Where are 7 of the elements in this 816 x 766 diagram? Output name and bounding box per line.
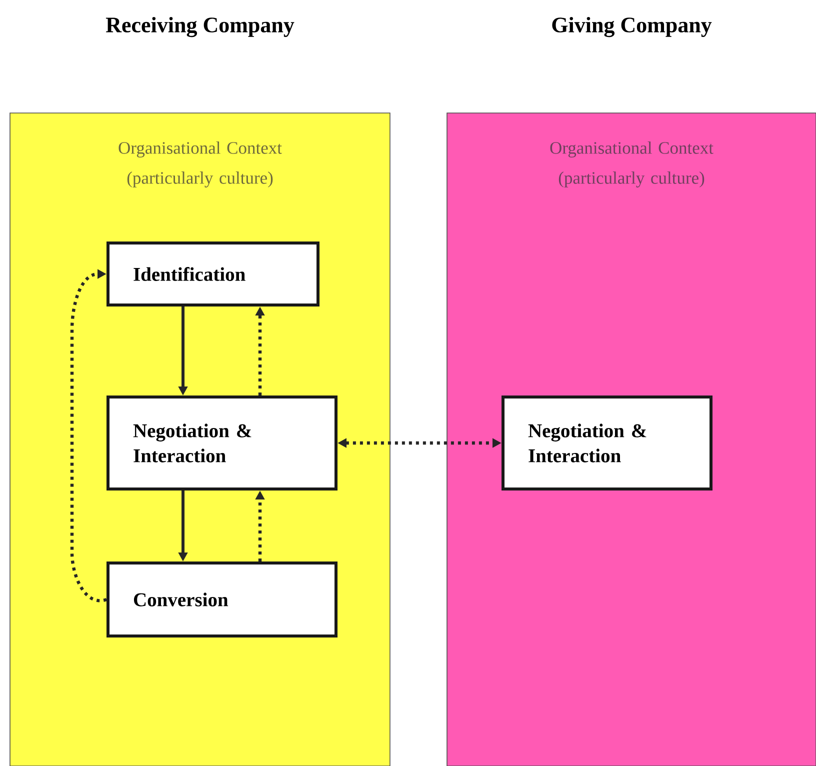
process-box: Negotiation & Interaction [502,396,712,490]
node-label: Giving Company [552,16,712,38]
node-label: Receiving Company [106,16,294,38]
arrow [70,269,107,602]
process-box: Conversion [106,562,338,638]
process-box: Identification [106,242,320,306]
process-box: Negotiation & Interaction [106,396,338,490]
